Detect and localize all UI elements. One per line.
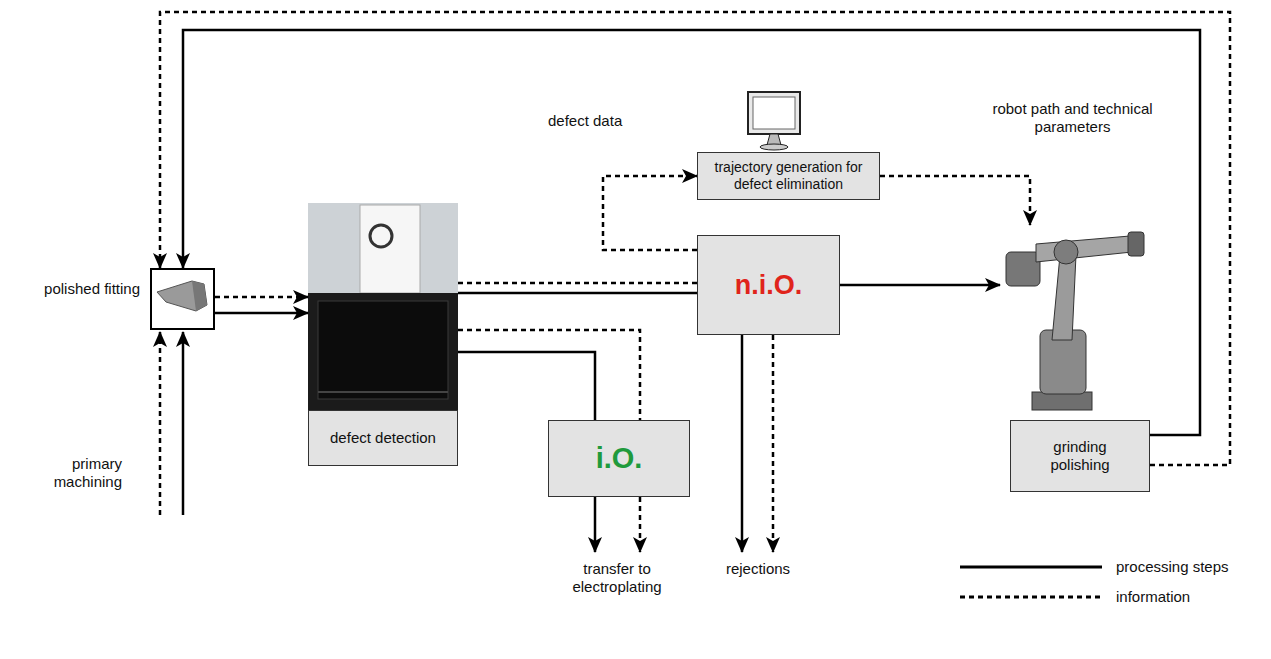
free-label: defect data <box>548 112 658 130</box>
robot-lower-arm <box>1052 255 1076 340</box>
information-connector <box>458 330 640 420</box>
monitor-base <box>760 144 788 150</box>
label-box: defect detection <box>308 410 458 466</box>
process-connector <box>183 30 1200 435</box>
legend-text: processing steps <box>1116 558 1229 576</box>
robot-station: grinding polishing <box>1000 225 1150 492</box>
monitor-frame <box>748 92 800 134</box>
process-connector <box>458 292 697 295</box>
legend-dashed-line <box>960 596 1102 599</box>
free-label: transfer to electroplating <box>552 560 682 596</box>
legend-solid-line <box>960 566 1102 569</box>
free-label: primary machining <box>30 455 122 491</box>
fitting-picture <box>157 281 207 311</box>
robot-upper-arm <box>1036 236 1132 262</box>
process-connector <box>458 352 595 420</box>
robot-elbow <box>1054 240 1078 264</box>
information-connector <box>880 176 1030 225</box>
status-box: n.i.O. <box>697 235 840 335</box>
robot-motor <box>1006 252 1040 286</box>
robot-wrist <box>1128 232 1144 256</box>
node-label: polished fitting <box>40 280 140 298</box>
sensor-logo <box>370 225 392 247</box>
monitor-screen <box>753 97 795 129</box>
photo-background <box>308 203 458 410</box>
process-connector <box>840 284 1000 287</box>
node-label: grinding polishing <box>1040 438 1120 474</box>
fitting-shade <box>192 281 207 311</box>
free-label: rejections <box>708 560 808 578</box>
fitting-box: polished fitting <box>150 268 215 330</box>
sensor-housing <box>360 205 420 293</box>
input-arrow <box>182 332 185 515</box>
information-connector <box>215 296 308 299</box>
legend-text: information <box>1116 588 1190 606</box>
inspection-cabinet <box>308 293 458 410</box>
detection-station: defect detection <box>308 203 458 466</box>
reject-info-arrow <box>772 335 775 552</box>
cabinet-opening <box>318 301 448 399</box>
reject-arrow <box>741 335 744 552</box>
label-box: grinding polishing <box>1010 420 1150 492</box>
information-connector <box>458 282 697 285</box>
node-label: defect detection <box>330 429 436 447</box>
information-connector <box>160 12 1230 465</box>
node-label: i.O. <box>596 441 643 476</box>
process-connector <box>215 312 308 315</box>
free-label: robot path and technical parameters <box>985 100 1160 136</box>
output-info-arrow <box>639 497 642 552</box>
monitor-stand <box>767 134 781 145</box>
process-box: trajectory generation for defect elimina… <box>697 152 880 200</box>
status-box: i.O. <box>548 420 690 497</box>
information-connector <box>603 176 697 250</box>
cabinet-shelf <box>318 391 448 393</box>
node-label: trajectory generation for defect elimina… <box>704 159 873 193</box>
input-info-arrow <box>159 332 162 515</box>
node-label: n.i.O. <box>735 269 803 301</box>
output-arrow <box>594 497 597 552</box>
robot-base <box>1032 392 1092 410</box>
